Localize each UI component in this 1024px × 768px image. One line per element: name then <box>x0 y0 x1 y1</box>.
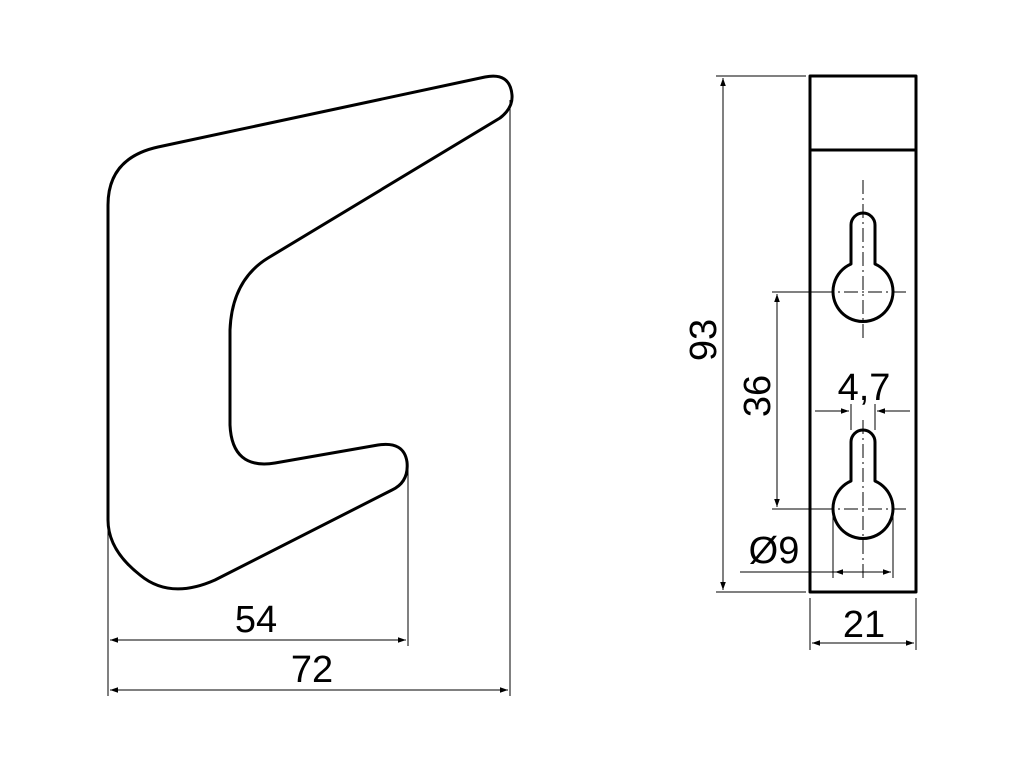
keyhole-lower <box>831 428 895 540</box>
keyhole-upper <box>831 211 895 323</box>
dimension-36: 36 <box>737 375 779 417</box>
dimension-diameter-9: Ø9 <box>749 530 800 572</box>
plate-outline <box>808 74 918 594</box>
front-view: 54 72 <box>106 74 514 696</box>
dimension-54: 54 <box>235 599 277 641</box>
dimension-93: 93 <box>683 319 725 361</box>
hook-profile <box>106 74 514 591</box>
dimension-72: 72 <box>291 649 333 691</box>
side-view: 93 36 4,7 Ø9 21 <box>683 74 918 650</box>
dimension-21: 21 <box>843 604 885 646</box>
dimension-4-7: 4,7 <box>838 367 891 409</box>
